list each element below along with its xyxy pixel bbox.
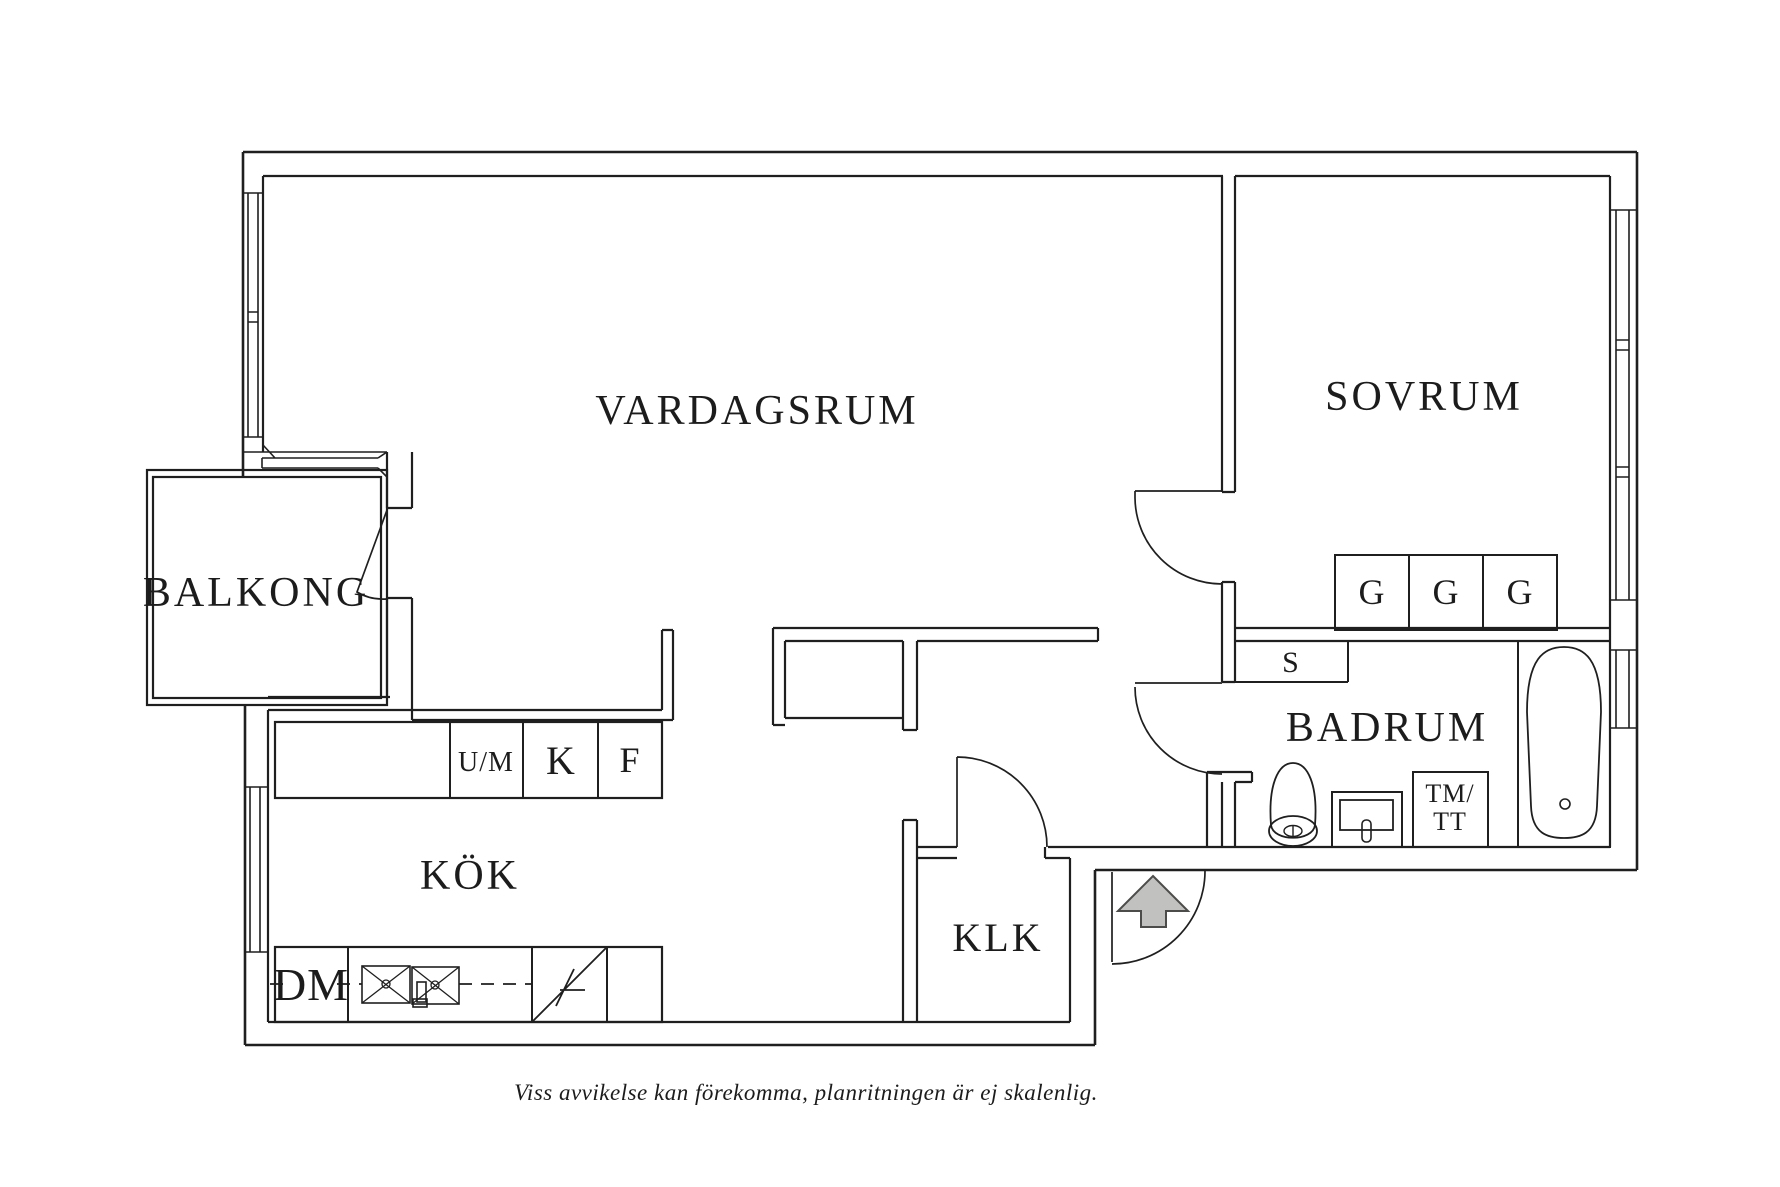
- window-right-bathroom: [1610, 649, 1636, 729]
- sink-drain-left: [381, 979, 391, 989]
- stove-symbol: [532, 947, 607, 1022]
- label-freezer: F: [619, 740, 640, 780]
- label-living-room: VARDAGSRUM: [595, 388, 918, 434]
- label-washer-line2: TT: [1433, 807, 1467, 836]
- cabinet-s-box: [1235, 642, 1349, 683]
- window-left-kitchen: [245, 786, 268, 953]
- wardrobe-row: [1334, 554, 1558, 631]
- wardrobe-dividers: [1408, 555, 1484, 630]
- window-left-living: [243, 192, 263, 438]
- entry-arrow-icon: [1115, 874, 1191, 928]
- washer-dryer-box: [1412, 771, 1489, 848]
- door-balcony: [355, 509, 388, 600]
- inner-wall-faces: [261, 174, 1612, 1024]
- bathtub-drain: [1559, 798, 1571, 810]
- bathroom-sink-basin: [1339, 799, 1394, 831]
- kitchen-upper-dividers: [449, 722, 599, 798]
- label-closet: KLK: [952, 915, 1043, 960]
- sink-basin-right-cross: [411, 966, 460, 1005]
- label-dishwasher-micro: U/M: [458, 747, 514, 778]
- kitchen-upper-counter: [273, 720, 664, 800]
- outer-walls: [241, 150, 1639, 1047]
- balcony: [145, 468, 389, 707]
- label-bedroom: SOVRUM: [1325, 374, 1523, 420]
- bathroom-sink-faucet: [1361, 819, 1372, 843]
- door-bedroom: [1134, 490, 1223, 585]
- toilet-cistern: [1268, 815, 1318, 847]
- kitchen-sink-unit: [361, 965, 460, 1008]
- balcony-inner-wall: [151, 475, 383, 700]
- door-bathroom: [1134, 682, 1223, 775]
- sink-basin-right: [411, 966, 460, 1005]
- label-cabinet-s: S: [1282, 646, 1300, 679]
- label-wardrobe-2: G: [1433, 572, 1460, 612]
- sink-basin-left-cross: [361, 965, 411, 1004]
- door-entry: [1111, 870, 1206, 965]
- kitchen-counters: [270, 720, 664, 1024]
- balcony-outer-wall: [145, 468, 389, 707]
- toilet-bowl: [1269, 762, 1317, 839]
- bathtub: [1526, 646, 1602, 839]
- label-dishwasher: DM: [273, 959, 349, 1010]
- sink-basin-left: [361, 965, 411, 1004]
- label-bathroom: BADRUM: [1286, 705, 1488, 751]
- door-closet: [956, 756, 1048, 848]
- footer-disclaimer: Viss avvikelse kan förekomma, planritnin…: [514, 1080, 1098, 1105]
- faucet-base-icon: [412, 998, 428, 1008]
- label-wardrobe-1: G: [1359, 572, 1386, 612]
- window-right-bedroom: [1610, 209, 1636, 601]
- label-fridge: K: [546, 738, 576, 783]
- label-balcony: BALKONG: [143, 570, 369, 616]
- bathtub-enclosure: [1517, 640, 1611, 848]
- bathroom-sink: [1331, 791, 1403, 848]
- window-bay-living: [243, 444, 388, 478]
- interior-walls: [268, 176, 1610, 1022]
- label-wardrobe-3: G: [1507, 572, 1534, 612]
- label-washer-line1: TM/: [1425, 779, 1474, 808]
- faucet-icon: [416, 981, 427, 1003]
- label-kitchen: KÖK: [420, 853, 520, 899]
- sink-drain-right: [430, 980, 440, 990]
- bedroom-wardrobes: [1334, 554, 1558, 631]
- bathroom-fixtures: [1268, 640, 1611, 848]
